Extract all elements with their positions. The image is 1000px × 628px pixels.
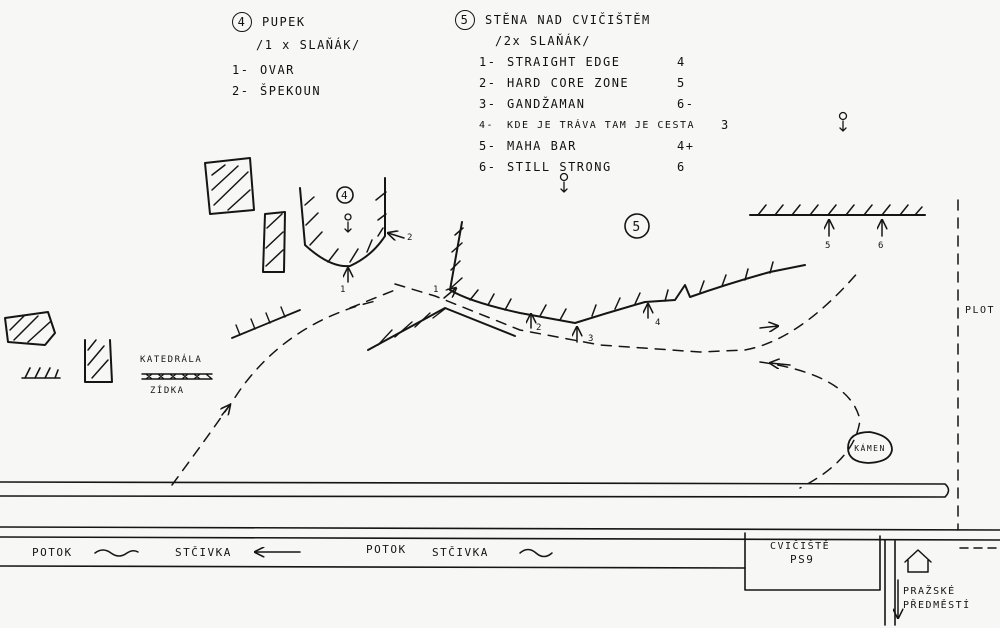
sector5-legend: 5 STĚNA NAD CVIČIŠTĚM /2x SLAŇÁK/ 1- STR…: [455, 10, 761, 178]
small-rock-hatch: [21, 367, 61, 379]
sector5-route-1: 1- STRAIGHT EDGE 4: [455, 52, 761, 73]
route-number-5-4: 4: [655, 318, 662, 328]
sector5-wall: [449, 221, 806, 324]
zidka-label: ZÍDKA: [150, 384, 185, 396]
cviciste-area: CVIČIŠTĚ PS9: [744, 532, 881, 591]
route-grade: 6-: [677, 97, 695, 111]
sector5-title: STĚNA NAD CVIČIŠTĚM: [485, 13, 651, 27]
route-number-4-1: 1: [340, 285, 347, 295]
kamen-rock: KÁMEN: [847, 431, 893, 464]
route-arrow-5-1: [443, 288, 456, 299]
sector4-marker-circle: [336, 186, 354, 204]
route-grade: 6: [677, 160, 686, 174]
sector4-marker-number: 4: [341, 189, 349, 202]
sector5-marker-number: 5: [632, 220, 641, 235]
bolt-anchor-icon: [559, 172, 569, 193]
rock-block-left: [4, 311, 56, 346]
route-number: 4-: [479, 120, 495, 131]
route-number: 1-: [232, 63, 250, 77]
sector4-rock: [299, 177, 387, 268]
kamen-label: KÁMEN: [854, 442, 886, 453]
route-name: HARD CORE ZONE: [507, 76, 630, 90]
route-number: 3-: [479, 97, 497, 111]
rock-block-top: [204, 157, 255, 215]
river-potok-label-left: POTOK: [32, 546, 73, 559]
road-lines: [0, 481, 1000, 569]
route-number-4-2: 2: [407, 233, 414, 243]
route-number-5-1: 1: [433, 285, 440, 295]
sector5-route-5: 5- MAHA BAR 4+: [455, 136, 761, 157]
route-number-5-2: 2: [536, 323, 543, 333]
rock-block-middle: [262, 211, 286, 273]
sector5-route-6: 6- STILL STRONG 6: [455, 157, 761, 178]
route-grade: 4+: [677, 139, 695, 153]
river-stcivka-label-mid: STČIVKA: [432, 546, 489, 559]
access-path: [171, 199, 959, 531]
cviciste-label: CVIČIŠTĚ: [770, 539, 830, 552]
sector5-number: 5: [455, 10, 475, 30]
river-wave-icon: [519, 548, 553, 558]
flow-arrow-icon: [770, 363, 791, 365]
sector4-title: PUPEK: [262, 15, 306, 29]
sector4-route-1: 1- OVAR: [232, 60, 361, 81]
plot-label: PLOT: [965, 305, 995, 316]
prazske-label: PRAŽSKÉ: [903, 584, 956, 597]
route-name: STRAIGHT EDGE: [507, 55, 621, 69]
route-grade: 4: [677, 55, 686, 69]
sector4-route-2: 2- ŠPEKOUN: [232, 81, 361, 102]
road-to-predmesti: [884, 539, 1000, 626]
route-grade: 3: [721, 118, 730, 132]
route-number: 5-: [479, 139, 497, 153]
sector5-route-2: 2- HARD CORE ZONE 5: [455, 73, 761, 94]
sector4-legend: 4 PUPEK /1 x SLAŇÁK/ 1- OVAR 2- ŠPEKOUN: [232, 12, 361, 102]
rock-block-katedrala: [84, 339, 113, 383]
bolt-anchor-icon: [838, 111, 848, 132]
flow-arrow-icon: [222, 405, 230, 416]
river-potok-label-mid: POTOK: [366, 543, 407, 556]
route-number: 1-: [479, 55, 497, 69]
route-number: 2-: [232, 84, 250, 98]
katedrala-label: KATEDRÁLA: [140, 353, 202, 365]
predmesti-label: PŘEDMĚSTÍ: [903, 598, 971, 611]
sector4-number: 4: [232, 12, 252, 32]
route-number: 2-: [479, 76, 497, 90]
sector5-marker-circle: [624, 213, 650, 239]
river-wave-icon: [94, 549, 139, 557]
route-name: MAHA BAR: [507, 139, 577, 153]
sector5-subtitle: /2x SLAŇÁK/: [495, 34, 591, 48]
sector5-triangle-rock: [367, 307, 516, 351]
route-number-5-3: 3: [588, 334, 595, 344]
route-number-5-6: 6: [878, 241, 885, 251]
sector4-subtitle: /1 x SLAŇÁK/: [256, 38, 361, 52]
river-stcivka-label-left: STČIVKA: [175, 546, 232, 559]
route-name: GANDŽAMAN: [507, 97, 586, 111]
zidka-wall: [141, 373, 213, 380]
route-number: 6-: [479, 160, 497, 174]
route-grade: 5: [677, 76, 686, 90]
sector5-route-4: 4- KDE JE TRÁVA TAM JE CESTA 3: [455, 115, 761, 136]
route-name: KDE JE TRÁVA TAM JE CESTA: [507, 120, 696, 131]
route-name: OVAR: [260, 63, 295, 77]
route-name: ŠPEKOUN: [260, 84, 322, 98]
house-icon: [904, 549, 932, 573]
bolt-anchor-icon: [344, 213, 352, 233]
ps9-label: PS9: [790, 553, 814, 566]
route-number-5-5: 5: [825, 241, 832, 251]
route-arrow-4-2: [388, 233, 405, 238]
route-name: STILL STRONG: [507, 160, 612, 174]
flow-arrow-icon: [759, 326, 778, 328]
slope-hatch-left: [231, 306, 301, 339]
upper-right-wall: [749, 204, 926, 216]
sector5-route-3: 3- GANDŽAMAN 6-: [455, 94, 761, 115]
